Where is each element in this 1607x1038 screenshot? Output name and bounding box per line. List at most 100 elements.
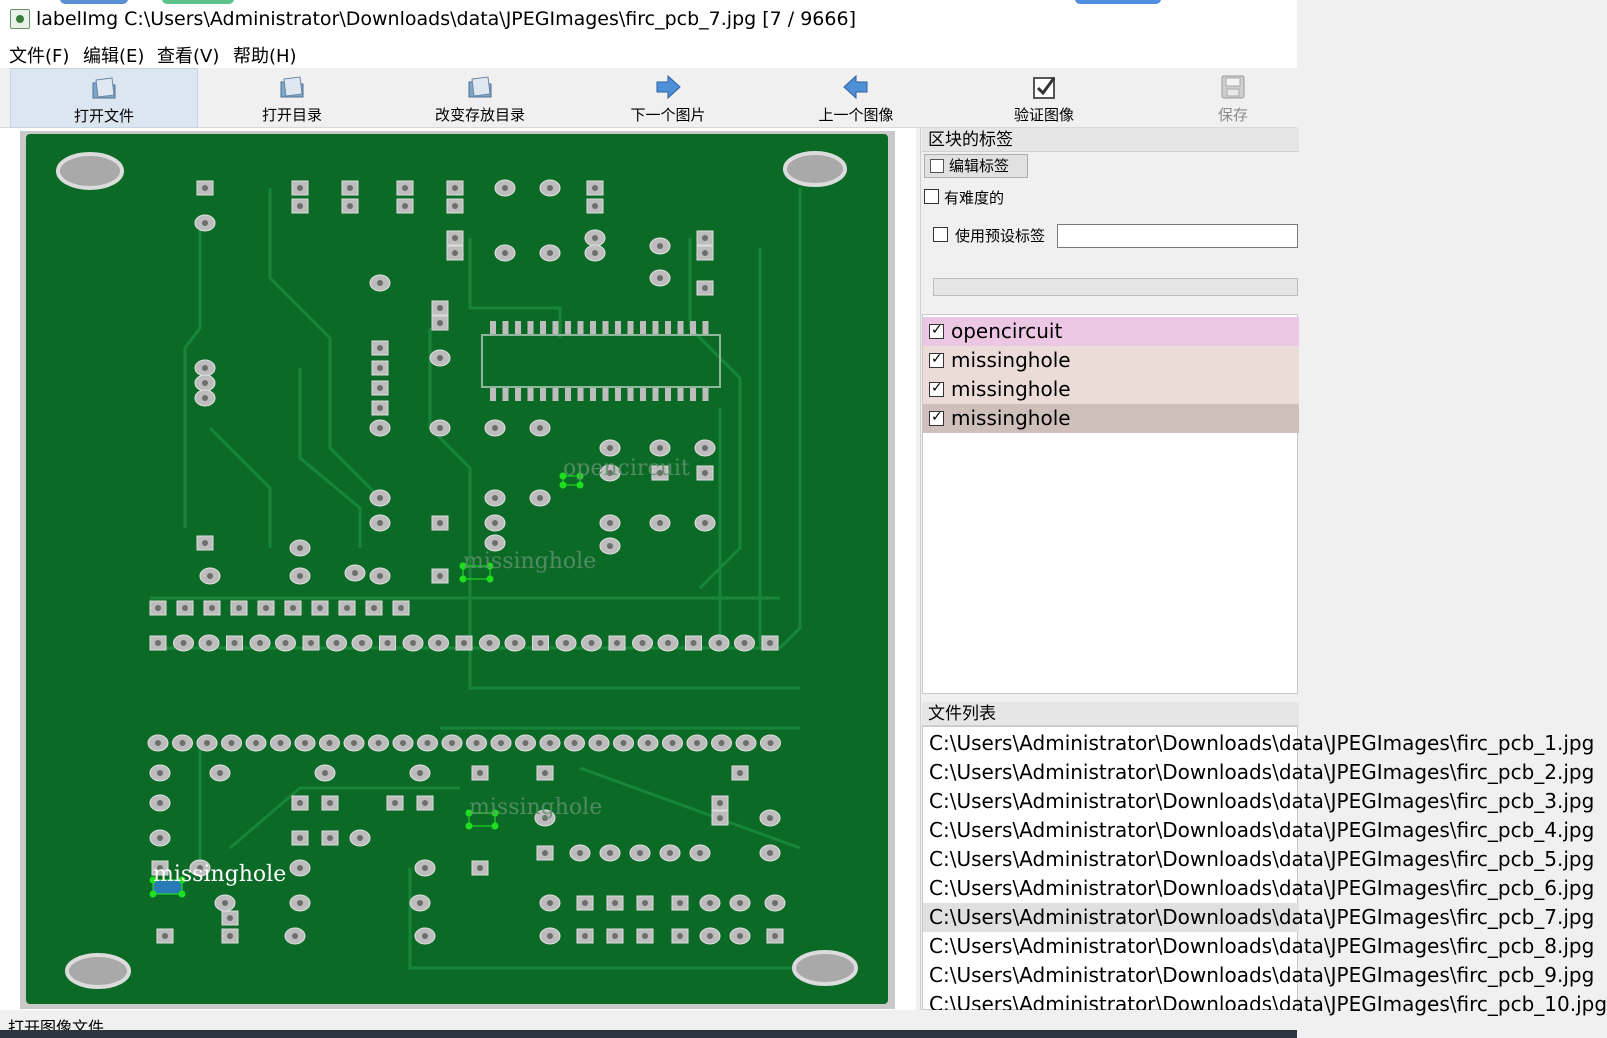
- pcb-pad-hole: [612, 933, 618, 939]
- annotation-box-selected[interactable]: missinghole: [149, 862, 287, 898]
- annotation-box[interactable]: opencircuit: [559, 456, 690, 489]
- pcb-pad-hole: [377, 425, 383, 431]
- pcb-pad-hole: [767, 850, 773, 856]
- label-list-item[interactable]: missinghole: [923, 375, 1299, 404]
- open-file-button[interactable]: 打开文件: [10, 68, 198, 128]
- label-visible-checkbox[interactable]: [929, 322, 944, 339]
- label-visible-checkbox[interactable]: [929, 380, 944, 397]
- pcb-pad-hole: [702, 235, 708, 241]
- pcb-pad-hole: [182, 605, 188, 611]
- ic-pin: [502, 321, 509, 335]
- pcb-trace: [579, 766, 801, 850]
- menu-edit[interactable]: 编辑(E): [83, 46, 145, 67]
- pcb-pad-hole: [473, 740, 480, 746]
- toolbar: 打开文件 打开目录 改变存放目录 下一个图片 上一个图像 验证图像: [0, 68, 1297, 128]
- pcb-trace: [183, 223, 202, 528]
- ic-outline: [481, 334, 721, 388]
- default-label-input[interactable]: [1057, 224, 1298, 248]
- change-save-dir-icon: [468, 76, 492, 98]
- mounting-holes: [56, 151, 858, 989]
- annotation-box[interactable]: missinghole: [459, 549, 597, 583]
- pcb-pad-hole: [452, 250, 458, 256]
- pcb-pad-hole: [327, 835, 333, 841]
- title-bar: labelImg C:\Users\Administrator\Download…: [0, 0, 1297, 38]
- file-list-item[interactable]: C:\Users\Administrator\Downloads\data\JP…: [929, 818, 1595, 842]
- file-list-item[interactable]: C:\Users\Administrator\Downloads\data\JP…: [929, 963, 1595, 987]
- pcb-pad-hole: [227, 933, 233, 939]
- pcb-traces: [147, 179, 802, 970]
- pcb-pad-hole: [417, 900, 423, 906]
- file-list-dock-title: 文件列表: [922, 702, 1299, 726]
- pcb-pad-hole: [592, 250, 598, 256]
- ic-pin: [527, 387, 534, 401]
- difficult-checkbox[interactable]: [924, 189, 939, 204]
- label-list-item[interactable]: missinghole: [923, 404, 1299, 433]
- label-list[interactable]: opencircuit missinghole missinghole miss…: [922, 314, 1299, 694]
- label-visible-checkbox[interactable]: [929, 351, 944, 368]
- pcb-trace: [208, 426, 272, 548]
- file-list-item[interactable]: C:\Users\Administrator\Downloads\data\JP…: [929, 876, 1595, 900]
- pcb-pad-hole: [620, 740, 627, 746]
- pcb-trace: [468, 598, 800, 690]
- file-list-item[interactable]: C:\Users\Administrator\Downloads\data\JP…: [929, 760, 1595, 784]
- ic-pin: [527, 321, 534, 335]
- pcb-pad-hole: [639, 640, 646, 646]
- label-list-item[interactable]: missinghole: [923, 346, 1299, 375]
- label-visible-checkbox[interactable]: [929, 409, 944, 426]
- file-list-item[interactable]: C:\Users\Administrator\Downloads\data\JP…: [929, 847, 1595, 871]
- prev-image-button[interactable]: 上一个图像: [762, 68, 950, 128]
- pcb-pad-hole: [502, 185, 508, 191]
- pcb-pad-hole: [449, 740, 455, 746]
- image-canvas[interactable]: opencircuit missinghole missinghole miss…: [0, 128, 916, 1010]
- pcb-pad-hole: [702, 445, 708, 451]
- pcb-pad-hole: [297, 203, 303, 209]
- ic-pin: [627, 321, 634, 335]
- use-default-label-text: 使用预设标签: [955, 227, 1046, 245]
- menu-view[interactable]: 查看(V): [157, 46, 220, 67]
- pcb-pad-hole: [667, 850, 673, 856]
- ic-pin: [640, 321, 646, 335]
- pcb-pad-hole: [352, 570, 358, 576]
- pcb-pad-hole: [344, 605, 350, 611]
- label-list-item[interactable]: opencircuit: [923, 317, 1299, 346]
- file-list-item[interactable]: C:\Users\Administrator\Downloads\data\JP…: [929, 789, 1595, 813]
- pcb-pad-hole: [377, 280, 383, 286]
- pcb-pad-hole: [492, 425, 498, 431]
- edit-label-button[interactable]: 编辑标签: [924, 154, 1028, 178]
- pcb-pad-hole: [657, 520, 663, 526]
- pcb-pad-hole: [179, 740, 186, 746]
- pcb-pad-hole: [657, 243, 663, 249]
- next-image-button[interactable]: 下一个图片: [574, 68, 762, 128]
- file-list-item[interactable]: C:\Users\Administrator\Downloads\data\JP…: [929, 731, 1595, 755]
- pcb-pad-hole: [202, 380, 208, 386]
- use-default-label-checkbox[interactable]: [933, 227, 948, 242]
- pcb-pad-hole: [206, 640, 212, 646]
- file-list[interactable]: C:\Users\Administrator\Downloads\data\JP…: [922, 726, 1607, 1016]
- file-list-item[interactable]: C:\Users\Administrator\Downloads\data\JP…: [923, 903, 1594, 932]
- pcb-pad-hole: [542, 815, 548, 821]
- pcb-pad-hole: [327, 800, 333, 806]
- pcb-pad-hole: [308, 640, 314, 646]
- pcb-pad-hole: [157, 865, 163, 871]
- open-dir-button[interactable]: 打开目录: [198, 68, 386, 128]
- verify-image-button[interactable]: 验证图像: [950, 68, 1138, 128]
- pcb-pad-hole: [452, 185, 458, 191]
- pcb-pad-hole: [772, 900, 778, 906]
- save-button[interactable]: 保存: [1138, 68, 1328, 128]
- pcb-pad-hole: [302, 740, 308, 746]
- toolbar-label: 打开文件: [73, 107, 134, 125]
- pcb-pad-hole: [422, 865, 428, 871]
- change-save-dir-button[interactable]: 改变存放目录: [386, 68, 574, 128]
- menu-file[interactable]: 文件(F): [9, 46, 70, 67]
- pcb-pad-hole: [502, 250, 508, 256]
- pcb-pad-hole: [690, 640, 697, 646]
- pcb-pad-hole: [209, 605, 215, 611]
- pcb-pad-hole: [717, 800, 723, 806]
- menu-help[interactable]: 帮助(H): [233, 46, 297, 67]
- pcb-pad-hole: [437, 573, 443, 579]
- annotation-box[interactable]: missinghole: [465, 795, 603, 830]
- file-list-item[interactable]: C:\Users\Administrator\Downloads\data\JP…: [929, 934, 1595, 958]
- pcb-pad-hole: [702, 520, 708, 526]
- pcb-pad-hole: [384, 640, 391, 646]
- ic-pin: [552, 387, 559, 401]
